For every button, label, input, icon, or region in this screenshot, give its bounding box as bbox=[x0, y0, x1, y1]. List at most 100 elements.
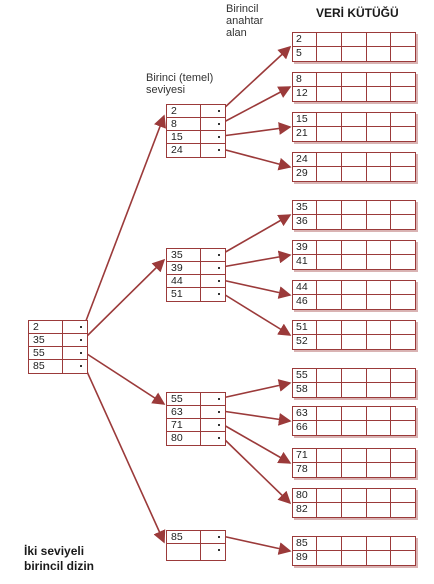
record-field bbox=[367, 369, 392, 382]
pointer-cell bbox=[63, 360, 87, 373]
root-index-row: 35 bbox=[29, 334, 87, 347]
record-field bbox=[367, 87, 392, 101]
data-record: 89 bbox=[293, 551, 415, 565]
record-key: 2 bbox=[293, 33, 317, 46]
record-key: 80 bbox=[293, 489, 317, 502]
record-field bbox=[342, 503, 367, 517]
record-field bbox=[317, 503, 342, 517]
pointer-arrow bbox=[221, 535, 292, 555]
pointer-cell bbox=[201, 144, 225, 157]
root-index-key: 2 bbox=[29, 321, 63, 333]
record-field bbox=[342, 383, 367, 397]
first-level-index-key: 63 bbox=[167, 406, 201, 418]
record-field bbox=[342, 47, 367, 61]
pointer-cell bbox=[63, 321, 87, 333]
record-field bbox=[391, 383, 415, 397]
first-level-index-row: 71 bbox=[167, 419, 225, 432]
record-field bbox=[317, 449, 342, 462]
pointer-arrow bbox=[83, 114, 166, 327]
record-field bbox=[317, 255, 342, 269]
record-field bbox=[391, 167, 415, 181]
data-record: 46 bbox=[293, 295, 415, 309]
record-field bbox=[342, 33, 367, 46]
record-key: 21 bbox=[293, 127, 317, 141]
record-field bbox=[342, 449, 367, 462]
record-field bbox=[317, 127, 342, 141]
record-key: 71 bbox=[293, 449, 317, 462]
record-key: 35 bbox=[293, 201, 317, 214]
record-field bbox=[367, 153, 392, 166]
pointer-arrow bbox=[221, 214, 292, 255]
record-field bbox=[391, 407, 415, 420]
record-key: 5 bbox=[293, 47, 317, 61]
first-level-index-row: 2 bbox=[167, 105, 225, 118]
record-key: 24 bbox=[293, 153, 317, 166]
record-field bbox=[342, 421, 367, 435]
pointer-arrow bbox=[221, 250, 292, 268]
record-field bbox=[367, 281, 392, 294]
pointer-cell bbox=[201, 544, 225, 560]
pointer-arrow bbox=[221, 148, 292, 171]
record-key: 46 bbox=[293, 295, 317, 309]
first-level-label: Birinci (temel)seviyesi bbox=[146, 72, 214, 96]
data-record: 85 bbox=[293, 537, 415, 551]
record-field bbox=[342, 201, 367, 214]
record-field bbox=[317, 281, 342, 294]
pointer-cell bbox=[201, 393, 225, 405]
record-field bbox=[317, 407, 342, 420]
record-field bbox=[391, 295, 415, 309]
record-field bbox=[367, 383, 392, 397]
record-field bbox=[342, 255, 367, 269]
first-level-index-row: 35 bbox=[167, 249, 225, 262]
root-index-key: 35 bbox=[29, 334, 63, 346]
pointer-cell bbox=[201, 531, 225, 543]
first-level-index-key: 39 bbox=[167, 262, 201, 274]
first-level-index-key: 51 bbox=[167, 288, 201, 301]
record-field bbox=[391, 153, 415, 166]
record-field bbox=[367, 295, 392, 309]
pointer-arrow bbox=[221, 436, 292, 505]
first-level-index-key: 71 bbox=[167, 419, 201, 431]
pointer-arrow bbox=[83, 258, 166, 340]
record-field bbox=[391, 449, 415, 462]
record-key: 12 bbox=[293, 87, 317, 101]
data-record: 15 bbox=[293, 113, 415, 127]
record-field bbox=[342, 167, 367, 181]
pointer-cell bbox=[201, 432, 225, 445]
pointer-arrow bbox=[221, 122, 292, 137]
first-level-index-row: 44 bbox=[167, 275, 225, 288]
record-field bbox=[317, 153, 342, 166]
record-key: 66 bbox=[293, 421, 317, 435]
record-key: 82 bbox=[293, 503, 317, 517]
first-level-index-row: 24 bbox=[167, 144, 225, 157]
record-key: 55 bbox=[293, 369, 317, 382]
data-record: 44 bbox=[293, 281, 415, 295]
record-field bbox=[367, 321, 392, 334]
data-record: 35 bbox=[293, 201, 415, 215]
pointer-arrow bbox=[83, 351, 166, 405]
record-field bbox=[317, 73, 342, 86]
first-level-index-4: 85 bbox=[166, 530, 226, 561]
record-field bbox=[317, 335, 342, 349]
record-field bbox=[317, 489, 342, 502]
pointer-cell bbox=[201, 131, 225, 143]
record-key: 63 bbox=[293, 407, 317, 420]
root-index-row: 2 bbox=[29, 321, 87, 334]
record-field bbox=[367, 407, 392, 420]
data-record: 8 bbox=[293, 73, 415, 87]
data-record: 21 bbox=[293, 127, 415, 141]
record-field bbox=[342, 537, 367, 550]
record-field bbox=[367, 489, 392, 502]
record-field bbox=[342, 281, 367, 294]
pointer-cell bbox=[63, 347, 87, 359]
